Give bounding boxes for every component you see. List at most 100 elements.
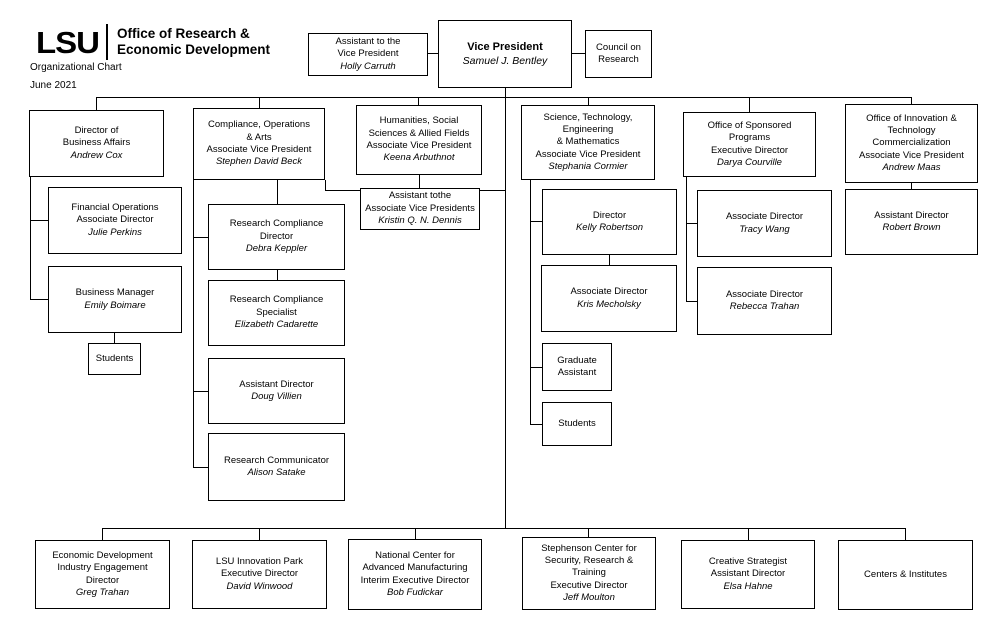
box-person-name: Emily Boimare [84,299,146,311]
connector-line [505,97,506,528]
org-box-assistant-vp: Assistant to the Vice President Holly Ca… [308,33,428,76]
box-title: Director of Business Affairs [62,124,131,149]
org-box-stephenson-center: Stephenson Center for Security, Research… [522,537,656,610]
connector-line [530,424,542,425]
org-box-compliance-operations-arts: Compliance, Operations & Arts Associate … [193,108,325,180]
org-box-vice-president: Vice President Samuel J. Bentley [438,20,572,88]
org-box-business-manager: Business Manager Emily Boimare [48,266,182,333]
box-title: Office of Innovation & Technology Commer… [859,112,964,161]
box-title: Assistant Director [239,378,314,390]
connector-line [193,237,208,238]
chart-title: Organizational Chart [30,62,122,73]
org-box-research-compliance-specialist: Research Compliance Specialist Elizabeth… [208,280,345,346]
org-box-research-communicator: Research Communicator Alison Satake [208,433,345,501]
box-person-name: Rebecca Trahan [729,301,800,312]
org-box-business-affairs: Director of Business Affairs Andrew Cox [29,110,164,177]
logo-office-name: Office of Research & Economic Developmen… [117,26,271,57]
box-title: Creative Strategist Assistant Director [708,555,788,580]
box-person-name: Holly Carruth [340,60,396,72]
org-box-lsu-innovation-park: LSU Innovation Park Executive Director D… [192,540,327,609]
box-title: Graduate Assistant [557,354,597,378]
box-person-name: Keena Arbuthnot [383,152,455,164]
box-title: Assistant to the Vice President [335,35,401,60]
connector-line [609,255,610,265]
box-title: Research Communicator [223,454,330,466]
connector-line [686,301,697,302]
connector-line [530,221,542,222]
org-box-assistant-avps: Assistant tothe Associate Vice President… [360,188,480,230]
connector-line [102,528,906,529]
connector-line [193,180,194,468]
connector-line [530,180,531,425]
box-title: Assistant tothe Associate Vice President… [365,190,475,214]
box-person-name: Tracy Wang [739,223,790,235]
org-box-students-stem: Students [542,402,612,446]
box-person-name: Doug Villien [251,391,302,402]
box-person-name: Andrew Maas [882,162,941,174]
connector-line [30,220,48,221]
lsu-logo-mark: LSU [36,24,100,60]
box-title: Council on Research [596,41,641,65]
box-title: Humanities, Social Sciences & Allied Fie… [366,115,472,151]
box-person-name: Elizabeth Cadarette [234,319,319,331]
connector-line [748,528,749,540]
box-title: Office of Sponsored Programs Executive D… [707,119,792,156]
box-person-name: Kris Mecholsky [577,298,641,310]
box-person-name: Elsa Hahne [723,580,773,592]
connector-line [686,177,687,302]
connector-line [588,528,589,537]
box-title: Associate Director [725,288,804,300]
box-title: Associate Director [570,286,648,298]
box-title: Business Manager [75,287,155,299]
box-person-name: Greg Trahan [75,586,130,598]
box-title: Research Compliance Specialist [229,294,324,318]
box-title: Economic Development Industry Engagement… [52,549,153,586]
box-title: Assistant Director [874,209,949,221]
box-title: Science, Technology, Engineering & Mathe… [535,111,641,160]
connector-line [96,97,912,98]
connector-line [530,367,542,368]
connector-line [277,270,278,280]
logo-divider [106,24,108,60]
box-title: Director [592,209,627,221]
connector-line [505,88,506,97]
connector-line [428,53,438,54]
box-person-name: Darya Courville [717,156,782,168]
box-title: Compliance, Operations & Arts Associate … [206,119,312,155]
box-person-name: Bob Fudickar [387,586,443,598]
connector-line [419,175,420,188]
box-title: LSU Innovation Park Executive Director [215,555,304,580]
box-title: Financial Operations Associate Director [71,201,159,226]
box-title: Associate Director [725,211,804,223]
box-person-name: Andrew Cox [70,149,123,161]
connector-line [259,528,260,540]
org-box-centers-institutes: Centers & Institutes [838,540,973,610]
connector-line [686,223,697,224]
box-title: Stephenson Center for Security, Research… [541,542,637,591]
box-person-name: Kelly Robertson [575,222,644,233]
lsu-logo: LSU Office of Research & Economic Develo… [36,24,270,60]
org-box-students-business: Students [88,343,141,375]
box-title: Research Compliance Director [229,218,324,242]
org-box-sp-associate-director-1: Associate Director Tracy Wang [697,190,832,257]
connector-line [193,467,208,468]
connector-line [905,528,906,540]
box-person-name: Stephania Cormier [548,161,628,173]
box-person-name: Julie Perkins [88,226,142,238]
box-person-name: Alison Satake [247,467,306,478]
org-box-graduate-assistant: Graduate Assistant [542,343,612,391]
org-box-ncam: National Center for Advanced Manufacturi… [348,539,482,610]
box-title: Vice President [467,40,543,53]
connector-line [749,97,750,112]
box-person-name: Samuel J. Bentley [462,54,548,67]
connector-line [102,528,103,540]
connector-line [911,183,912,189]
connector-line [325,180,326,191]
connector-line [193,391,208,392]
box-person-name: Stephen David Beck [215,156,303,168]
connector-line [418,97,419,105]
box-title: Students [95,352,134,364]
connector-line [480,190,505,191]
org-box-council-on-research: Council on Research [585,30,652,78]
